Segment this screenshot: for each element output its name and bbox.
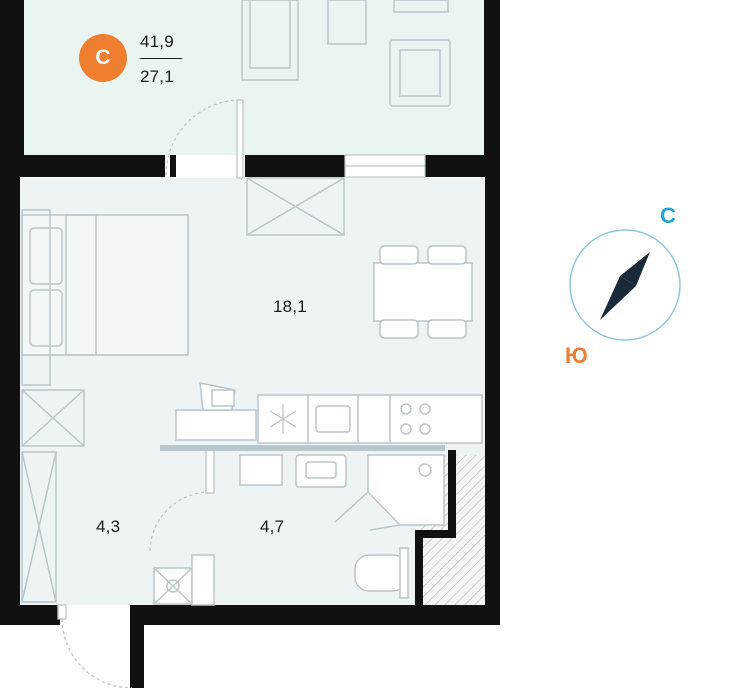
compass-needle-north	[620, 252, 650, 286]
bathroom-area: 4,7	[260, 517, 285, 536]
bed	[21, 209, 189, 386]
doors	[57, 99, 244, 688]
balcony	[0, 0, 500, 160]
walls	[0, 155, 500, 688]
compass-ring	[569, 229, 681, 341]
partition	[160, 445, 445, 451]
living-area-label: 27,1	[140, 67, 174, 86]
desk	[175, 382, 257, 441]
compass-south-label: Ю	[565, 343, 588, 368]
fraction-divider	[140, 58, 182, 59]
compass-needle-south	[600, 276, 636, 320]
balcony-badge: С	[79, 34, 127, 82]
hallway-area: 4,3	[96, 517, 121, 536]
dining-set	[373, 245, 473, 339]
compass	[569, 229, 681, 341]
closets	[21, 177, 345, 603]
balcony-sofa	[241, 0, 451, 107]
kitchen	[257, 394, 483, 444]
window	[344, 154, 426, 178]
bathroom-fixtures	[153, 454, 445, 606]
compass-north-label: С	[660, 203, 676, 228]
main-room-area: 18,1	[273, 297, 307, 316]
total-area-label: 41,9	[140, 32, 174, 51]
